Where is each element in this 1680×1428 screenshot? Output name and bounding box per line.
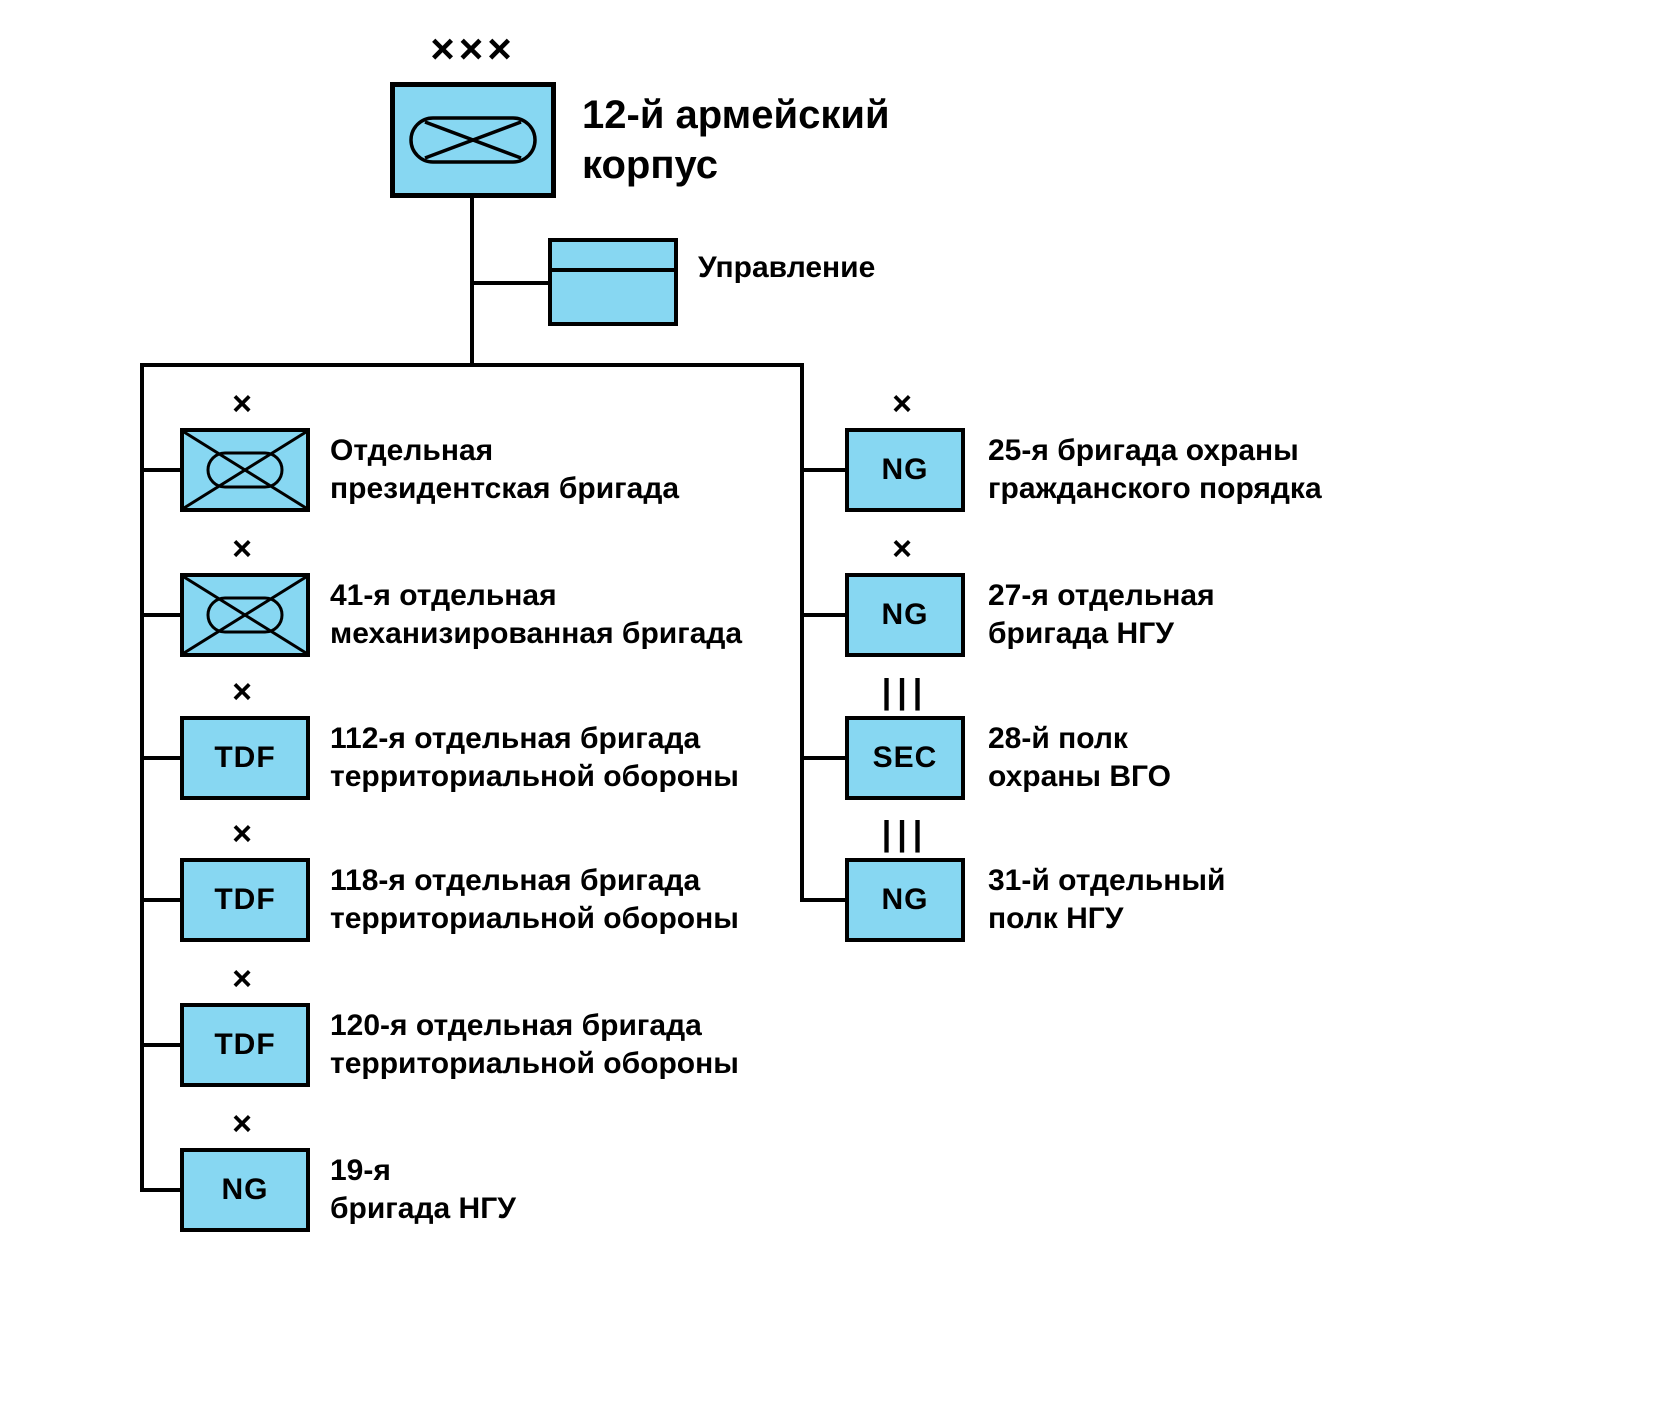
- unit-code: NG: [881, 883, 929, 916]
- connector-left-stub-4: [140, 898, 180, 902]
- unit-label-line1: 28-й полк: [988, 722, 1128, 755]
- unit-label-line1: Отдельная: [330, 434, 494, 467]
- unit-label-line1: 112-я отдельная бригада: [330, 722, 701, 755]
- unit-box-25-ng-brigade: NG: [845, 428, 965, 512]
- unit-box-presidential-brigade: [180, 428, 310, 512]
- unit-label-28-sec-regiment: 28-й полк охраны ВГО: [988, 714, 1171, 802]
- echelon-brigade: ×: [232, 530, 258, 568]
- unit-box-120-tdf-brigade: TDF: [180, 1003, 310, 1087]
- connector-right-stub-4: [804, 898, 845, 902]
- unit-label-line2: полк НГУ: [988, 902, 1124, 935]
- connector-left-stub-6: [140, 1188, 180, 1192]
- unit-label-line1: 41-я отдельная: [330, 579, 557, 612]
- connector-left-stub-2: [140, 613, 180, 617]
- corps-unit-box: [390, 82, 556, 198]
- unit-label-line1: 19-я: [330, 1154, 391, 1187]
- echelon-brigade: ×: [892, 530, 918, 568]
- unit-label-19-ng-brigade: 19-я бригада НГУ: [330, 1146, 516, 1234]
- unit-code: TDF: [214, 1028, 276, 1061]
- connector-left-stub-5: [140, 1043, 180, 1047]
- connector-right-stub-3: [804, 756, 845, 760]
- unit-code: NG: [881, 453, 929, 486]
- unit-box-41-mechanized-brigade: [180, 573, 310, 657]
- unit-label-112-tdf-brigade: 112-я отдельная бригада территориальной …: [330, 714, 739, 802]
- unit-label-line2: территориальной обороны: [330, 760, 739, 793]
- echelon-regiment: |||: [881, 673, 929, 711]
- connector-left-stub-3: [140, 756, 180, 760]
- unit-label-presidential-brigade: Отдельная президентская бригада: [330, 426, 679, 514]
- unit-code: TDF: [214, 883, 276, 916]
- unit-code: TDF: [214, 741, 276, 774]
- mechanized-infantry-icon: [184, 577, 306, 653]
- echelon-brigade: ×: [232, 673, 258, 711]
- unit-box-31-ng-regiment: NG: [845, 858, 965, 942]
- unit-code: SEC: [872, 741, 938, 774]
- unit-label-line1: 118-я отдельная бригада: [330, 864, 701, 897]
- unit-box-28-sec-regiment: SEC: [845, 716, 965, 800]
- hq-label-text: Управление: [698, 251, 876, 284]
- echelon-corps: ×××: [430, 25, 516, 72]
- hq-unit-box: [548, 238, 678, 326]
- unit-label-27-ng-brigade: 27-я отдельная бригада НГУ: [988, 571, 1215, 659]
- unit-label-line2: механизированная бригада: [330, 617, 743, 650]
- echelon-brigade: ×: [232, 815, 258, 853]
- echelon-brigade: ×: [232, 1105, 258, 1143]
- headquarters-icon: [552, 268, 674, 272]
- unit-label-118-tdf-brigade: 118-я отдельная бригада территориальной …: [330, 856, 739, 944]
- unit-label-120-tdf-brigade: 120-я отдельная бригада территориальной …: [330, 1001, 739, 1089]
- connector-left-trunk: [140, 363, 144, 1192]
- connector-left-stub-1: [140, 468, 180, 472]
- unit-label-41-mechanized-brigade: 41-я отдельная механизированная бригада: [330, 571, 742, 659]
- unit-label-line1: 27-я отдельная: [988, 579, 1215, 612]
- connector-main-horizontal: [140, 363, 804, 367]
- unit-box-112-tdf-brigade: TDF: [180, 716, 310, 800]
- echelon-regiment: |||: [881, 815, 929, 853]
- unit-label-line2: гражданского порядка: [988, 472, 1322, 505]
- corps-title-line2: корпус: [582, 143, 719, 187]
- corps-title: 12-й армейский корпус: [582, 80, 890, 200]
- connector-hq-stub: [474, 281, 548, 285]
- unit-label-line1: 120-я отдельная бригада: [330, 1009, 702, 1042]
- connector-root-trunk: [470, 198, 474, 365]
- mechanized-infantry-icon: [409, 116, 537, 164]
- corps-title-line1: 12-й армейский: [582, 93, 890, 137]
- unit-code: NG: [221, 1173, 269, 1206]
- unit-code: NG: [881, 598, 929, 631]
- unit-label-line2: президентская бригада: [330, 472, 680, 505]
- unit-label-line1: 25-я бригада охраны: [988, 434, 1299, 467]
- unit-label-line2: бригада НГУ: [330, 1192, 516, 1225]
- hq-label: Управление: [698, 238, 875, 298]
- mechanized-infantry-icon: [184, 432, 306, 508]
- unit-label-31-ng-regiment: 31-й отдельный полк НГУ: [988, 856, 1225, 944]
- unit-label-25-ng-brigade: 25-я бригада охраны гражданского порядка: [988, 426, 1322, 514]
- unit-box-118-tdf-brigade: TDF: [180, 858, 310, 942]
- unit-label-line1: 31-й отдельный: [988, 864, 1226, 897]
- echelon-brigade: ×: [232, 960, 258, 998]
- echelon-brigade: ×: [232, 385, 258, 423]
- unit-label-line2: бригада НГУ: [988, 617, 1174, 650]
- unit-label-line2: территориальной обороны: [330, 902, 739, 935]
- unit-box-19-ng-brigade: NG: [180, 1148, 310, 1232]
- unit-label-line2: охраны ВГО: [988, 760, 1171, 793]
- connector-right-trunk: [800, 363, 804, 902]
- echelon-brigade: ×: [892, 385, 918, 423]
- connector-right-stub-1: [804, 468, 845, 472]
- unit-box-27-ng-brigade: NG: [845, 573, 965, 657]
- connector-right-stub-2: [804, 613, 845, 617]
- unit-label-line2: территориальной обороны: [330, 1047, 739, 1080]
